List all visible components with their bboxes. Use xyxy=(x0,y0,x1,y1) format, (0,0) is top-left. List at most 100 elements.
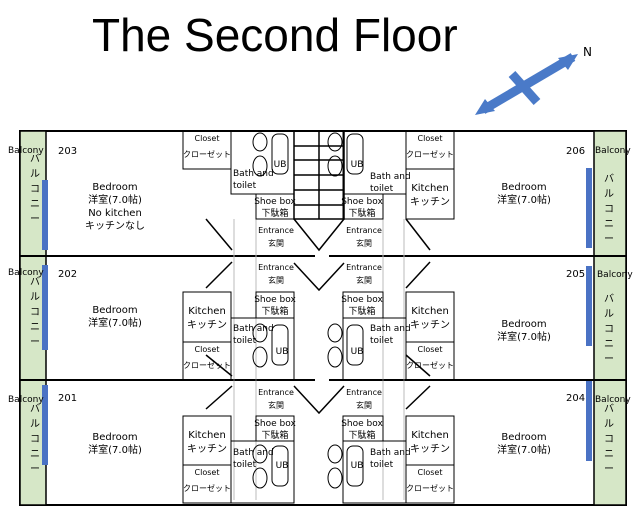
shoe-box xyxy=(255,193,295,220)
closet-jp-label: クローゼット xyxy=(183,483,231,493)
kitchen-jp-label: キッチン xyxy=(187,443,227,455)
bath-toilet-label: Bath and xyxy=(233,448,274,458)
shoe-box-jp-label: 下駄箱 xyxy=(348,429,375,441)
entrance-label: Entrance xyxy=(258,388,294,397)
north-label: N xyxy=(583,45,592,59)
shoe-box xyxy=(255,291,295,319)
bath-toilet-label: Bath and xyxy=(370,172,411,182)
balcony-jp-char: コ xyxy=(30,307,40,318)
unit-number-201: 201 xyxy=(58,393,77,404)
bedroom-size: 洋室(7.0帖) xyxy=(497,330,551,343)
balcony-label-206: Balcony xyxy=(595,146,631,156)
balcony-jp-char: ル xyxy=(604,419,614,430)
balcony-label-202: Balcony xyxy=(8,268,44,278)
closet-label: Closet xyxy=(418,345,443,354)
balcony-jp-char: ル xyxy=(604,189,614,200)
entrance-jp-label: 玄関 xyxy=(356,275,372,285)
balcony-jp-char: コ xyxy=(604,324,614,335)
unit-number-203: 203 xyxy=(58,146,77,157)
entrance-walls xyxy=(233,219,405,500)
closet-jp-label: クローゼット xyxy=(183,360,231,370)
bathroom-fixture-tub xyxy=(346,445,364,487)
balcony-jp-char: コ xyxy=(604,204,614,215)
balcony-jp-char: ー xyxy=(604,234,614,245)
ub-label: UB xyxy=(351,347,364,357)
balcony-jp-char: ニ xyxy=(604,449,614,460)
balcony-jp-char: ー xyxy=(30,337,40,348)
unit-number-202: 202 xyxy=(58,269,77,280)
bath-toilet-label: Bath and xyxy=(370,448,411,458)
no-kitchen-jp-label: キッチンなし xyxy=(85,220,145,232)
balcony-jp-char: ル xyxy=(30,419,40,430)
closet-jp-label: クローゼット xyxy=(406,360,454,370)
bedroom-label: Bedroom xyxy=(92,305,137,316)
bedroom-label: Bedroom xyxy=(92,182,137,193)
balcony-jp-char: ニ xyxy=(604,219,614,230)
bathroom-fixture-sink xyxy=(327,132,343,152)
entrance-label: Entrance xyxy=(258,226,294,235)
balcony-jp-char: コ xyxy=(30,434,40,445)
balcony-label-204: Balcony xyxy=(595,395,631,405)
bath-toilet-label: Bath and xyxy=(370,324,411,334)
shoe-box-label: Shoe box xyxy=(341,295,383,305)
bath-toilet-label: Bath and xyxy=(233,324,274,334)
unit-number-205: 205 xyxy=(566,269,585,280)
no-kitchen-label: No kitchen xyxy=(88,208,142,219)
bath-toilet-label: toilet xyxy=(370,184,394,194)
kitchen-label: Kitchen xyxy=(188,306,226,317)
balcony-jp-char: バ xyxy=(30,276,40,288)
bath-toilet-label: toilet xyxy=(233,181,257,191)
balcony-jp-char: ー xyxy=(30,214,40,225)
bath-toilet-label: toilet xyxy=(370,336,394,346)
shoe-box-jp-label: 下駄箱 xyxy=(348,207,375,219)
entrance-label: Entrance xyxy=(346,263,382,272)
shoe-box-label: Shoe box xyxy=(254,197,296,207)
compass-arrow-icon xyxy=(475,53,578,115)
balcony-jp-char: ル xyxy=(604,309,614,320)
entrance-label: Entrance xyxy=(346,226,382,235)
balcony-label-203: Balcony xyxy=(8,146,44,156)
bedroom-label: Bedroom xyxy=(92,432,137,443)
entrance-label: Entrance xyxy=(346,388,382,397)
bedroom-label: Bedroom xyxy=(501,432,546,443)
closet-label: Closet xyxy=(195,468,220,477)
ub-label: UB xyxy=(351,461,364,471)
entrance-jp-label: 玄関 xyxy=(268,238,284,248)
bedroom-size: 洋室(7.0帖) xyxy=(88,443,142,456)
bathroom-fixture-tub xyxy=(346,133,364,175)
bathroom-fixture-sink xyxy=(252,323,268,343)
bathroom-fixture-toilet xyxy=(327,467,343,489)
entrance-jp-label: 玄関 xyxy=(268,400,284,410)
balcony-jp-char: バ xyxy=(604,293,614,305)
bath-toilet-label: Bath and xyxy=(233,169,274,179)
bath-toilet-label: toilet xyxy=(370,460,394,470)
kitchen-box xyxy=(182,291,232,343)
balcony-jp-char: バ xyxy=(604,403,614,415)
kitchen-label: Kitchen xyxy=(411,306,449,317)
bedroom-size: 洋室(7.0帖) xyxy=(497,443,551,456)
shoe-box xyxy=(342,291,384,319)
closet-jp-label: クローゼット xyxy=(183,149,231,159)
balcony-jp-char: ニ xyxy=(30,199,40,210)
balcony-jp-char: バ xyxy=(30,153,40,165)
balcony-left xyxy=(19,130,47,506)
unit-number-206: 206 xyxy=(566,146,585,157)
kitchen-jp-label: キッチン xyxy=(187,319,227,331)
bathroom-fixture-toilet xyxy=(327,346,343,368)
bath-toilet-label: toilet xyxy=(233,336,257,346)
floor-title: The Second Floor xyxy=(92,9,458,61)
bathroom-fixture-tub xyxy=(346,324,364,366)
kitchen-jp-label: キッチン xyxy=(410,443,450,455)
balcony-jp-char: コ xyxy=(604,434,614,445)
kitchen-box xyxy=(405,168,455,220)
balcony-jp-char: ニ xyxy=(604,339,614,350)
shoe-box xyxy=(342,193,384,220)
ub-label: UB xyxy=(276,461,289,471)
bathroom-fixture-sink xyxy=(252,444,268,464)
balcony-jp-char: バ xyxy=(604,173,614,185)
kitchen-label: Kitchen xyxy=(188,430,226,441)
shoe-box-label: Shoe box xyxy=(254,419,296,429)
shoe-box-jp-label: 下駄箱 xyxy=(261,305,288,317)
shoe-box-jp-label: 下駄箱 xyxy=(261,207,288,219)
bedroom-size: 洋室(7.0帖) xyxy=(88,316,142,329)
